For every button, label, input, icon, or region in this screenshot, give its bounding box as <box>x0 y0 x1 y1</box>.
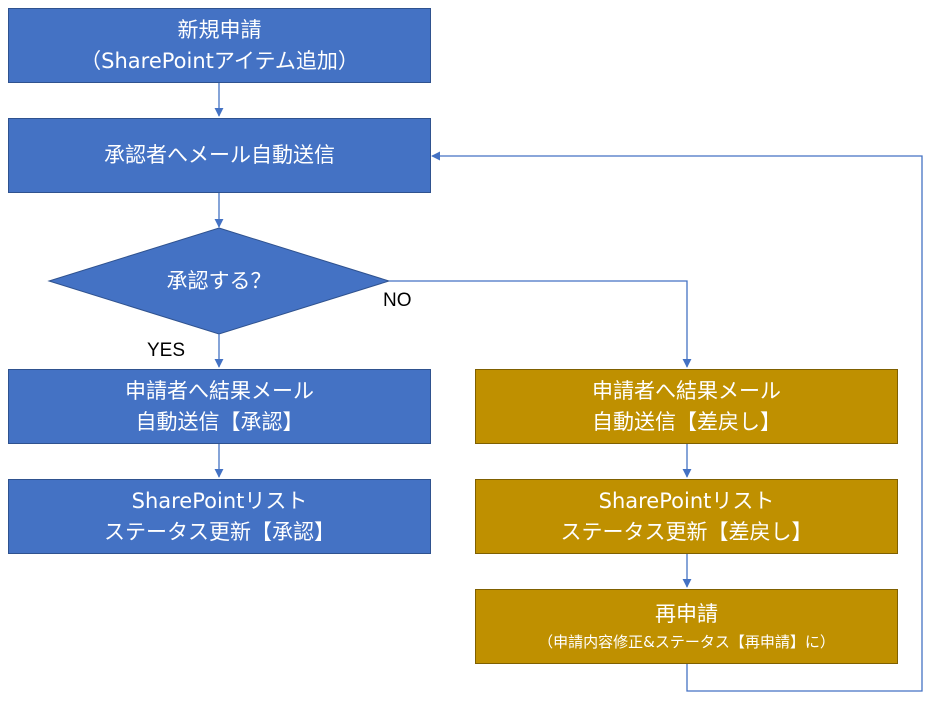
no-label: NO <box>383 290 412 311</box>
send-approver-label: 承認者へメール自動送信 <box>104 143 335 167</box>
new-request-subtitle: （SharePointアイテム追加） <box>80 48 359 73</box>
result-approved-box: 申請者へ結果メール 自動送信【承認】 <box>8 369 431 444</box>
resubmit-note: （申請内容修正&ステータス【再申請】に） <box>538 633 835 651</box>
list-approved-box: SharePointリスト ステータス更新【承認】 <box>8 479 431 554</box>
result-rejected-line2: 自動送信【差戻し】 <box>592 409 781 434</box>
edge-resubmit-loop <box>431 151 923 692</box>
edge-no <box>389 280 692 368</box>
list-rejected-line1: SharePointリスト <box>598 488 775 513</box>
result-approved-line1: 申請者へ結果メール <box>125 378 314 403</box>
result-approved-line2: 自動送信【承認】 <box>135 409 304 434</box>
result-rejected-line1: 申請者へ結果メール <box>592 378 781 403</box>
new-request-box: 新規申請 （SharePointアイテム追加） <box>8 8 431 83</box>
list-rejected-line2: ステータス更新【差戻し】 <box>560 519 813 544</box>
decision-label: 承認する？ <box>166 269 272 293</box>
list-rejected-box: SharePointリスト ステータス更新【差戻し】 <box>475 479 898 554</box>
list-approved-line2: ステータス更新【承認】 <box>104 519 335 544</box>
send-approver-box: 承認者へメール自動送信 <box>8 118 431 193</box>
list-approved-line1: SharePointリスト <box>131 488 308 513</box>
new-request-title: 新規申請 <box>177 17 262 42</box>
resubmit-title: 再申請 <box>655 602 718 626</box>
resubmit-box: 再申請 （申請内容修正&ステータス【再申請】に） <box>475 589 898 664</box>
yes-label: YES <box>147 340 186 361</box>
result-rejected-box: 申請者へ結果メール 自動送信【差戻し】 <box>475 369 898 444</box>
